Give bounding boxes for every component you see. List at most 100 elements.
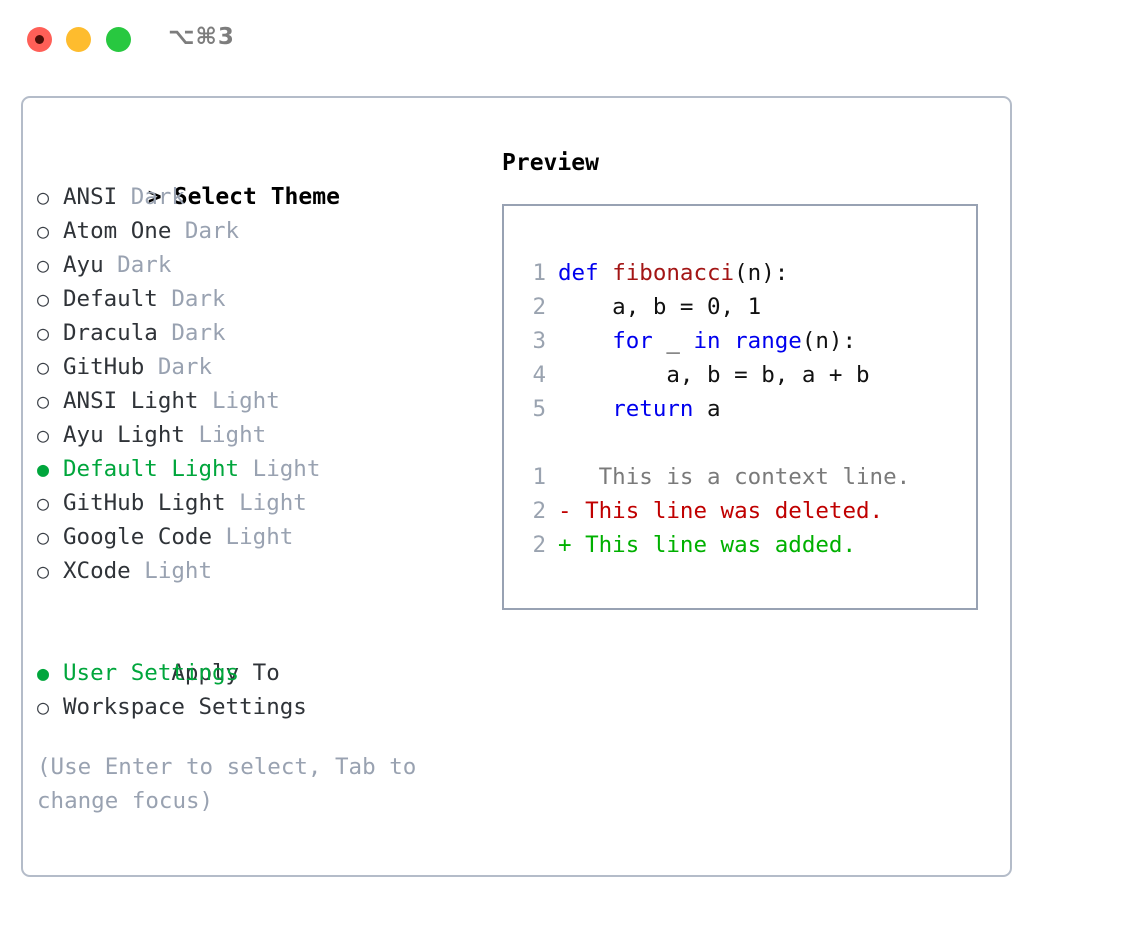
keyboard-shortcut-label: ⌥⌘3 — [168, 24, 235, 50]
apply-to-title: Apply To — [171, 660, 280, 686]
theme-list-item[interactable]: ○ Google Code Light — [37, 520, 477, 554]
theme-list-item[interactable]: ○ ANSI Dark — [37, 180, 477, 214]
theme-list-item[interactable]: ○ XCode Light — [37, 554, 477, 588]
line-number: 4 — [532, 362, 546, 388]
theme-variant-tag: Light — [239, 456, 321, 482]
code-token: a — [693, 396, 721, 422]
title-bar: ⌥⌘3 — [0, 0, 1140, 78]
theme-name: GitHub Light — [63, 490, 226, 516]
line-number: 2 — [532, 532, 546, 558]
radio-unselected-icon: ○ — [37, 491, 50, 515]
apply-to-label: User Settings — [63, 660, 240, 686]
apply-to-header: Apply To — [37, 622, 477, 686]
theme-list-item[interactable]: ● Default Light Light — [37, 452, 477, 486]
theme-variant-tag: Light — [225, 490, 307, 516]
code-token: a, b = b, a + b — [558, 362, 870, 388]
radio-unselected-icon: ○ — [37, 321, 50, 345]
theme-list: ○ ANSI Dark ○ Atom One Dark ○ Ayu Dark ○ Defaul… — [37, 180, 477, 588]
diff-text: This line was deleted. — [571, 498, 884, 524]
code-token: (n): — [801, 328, 857, 354]
diff-sign — [558, 464, 572, 490]
diff-sign: - — [558, 498, 572, 524]
code-token: for — [612, 328, 653, 354]
radio-selected-icon: ● — [37, 661, 50, 685]
radio-unselected-icon: ○ — [37, 559, 50, 583]
theme-list-item[interactable]: ○ GitHub Light Light — [37, 486, 477, 520]
code-diff-gap — [518, 426, 968, 460]
code-line: 5 return a — [518, 392, 968, 426]
line-number: 1 — [532, 260, 546, 286]
code-token — [558, 328, 612, 354]
radio-unselected-icon: ○ — [37, 389, 50, 413]
theme-list-item[interactable]: ○ Ayu Light Light — [37, 418, 477, 452]
radio-unselected-icon: ○ — [37, 185, 50, 209]
theme-selector-pane: >Select Theme ○ ANSI Dark ○ Atom One Dark ○ A… — [37, 146, 477, 818]
line-number: 3 — [532, 328, 546, 354]
diff-text: This is a context line. — [571, 464, 911, 490]
theme-name: Ayu — [63, 252, 104, 278]
theme-list-item[interactable]: ○ Atom One Dark — [37, 214, 477, 248]
theme-variant-tag: Dark — [157, 286, 226, 312]
radio-unselected-icon: ○ — [37, 423, 50, 447]
code-line: 4 a, b = b, a + b — [518, 358, 968, 392]
apply-to-list: ● User Settings ○Workspace Settings — [37, 656, 477, 724]
line-number: 1 — [532, 464, 546, 490]
theme-name: Default — [63, 286, 158, 312]
diff-line: 2- This line was deleted. — [518, 494, 968, 528]
diff-line: 2+ This line was added. — [518, 528, 968, 562]
code-line: 2 a, b = 0, 1 — [518, 290, 968, 324]
theme-variant-tag: Light — [184, 422, 267, 448]
maximize-button[interactable] — [106, 27, 131, 52]
minimize-button[interactable] — [66, 27, 91, 52]
theme-list-item[interactable]: ○GitHub Dark — [37, 350, 477, 384]
code-line: 1 def fibonacci(n): — [518, 256, 968, 290]
code-token: fibonacci — [612, 260, 735, 286]
theme-variant-tag: Dark — [171, 218, 240, 244]
select-theme-header: >Select Theme — [37, 146, 477, 210]
close-button[interactable] — [27, 27, 52, 52]
code-token: in — [693, 328, 721, 354]
theme-list-item[interactable]: ○ANSI Light Light — [37, 384, 477, 418]
code-token: _ — [652, 328, 694, 354]
apply-to-item[interactable]: ○Workspace Settings — [37, 690, 477, 724]
radio-selected-icon: ● — [37, 457, 50, 481]
theme-list-item[interactable]: ○ Ayu Dark — [37, 248, 477, 282]
line-number: 5 — [532, 396, 546, 422]
theme-list-item[interactable]: ○ Default Dark — [37, 282, 477, 316]
line-number: 2 — [532, 294, 546, 320]
code-token: (n): — [734, 260, 789, 286]
radio-unselected-icon: ○ — [37, 287, 50, 311]
theme-name: XCode — [63, 558, 131, 584]
theme-variant-tag: Light — [130, 558, 213, 584]
apply-to-label: Workspace Settings — [63, 694, 307, 720]
code-token: a, b = 0, 1 — [558, 294, 762, 320]
radio-unselected-icon: ○ — [37, 253, 50, 277]
select-theme-title: Select Theme — [173, 184, 340, 210]
code-token: range — [734, 328, 802, 354]
preview-title: Preview — [502, 150, 599, 176]
radio-unselected-icon: ○ — [37, 219, 50, 243]
code-token: return — [612, 396, 694, 422]
theme-name: Default Light — [63, 456, 240, 482]
theme-name: ANSI — [63, 184, 118, 210]
theme-name: ANSI Light — [63, 388, 199, 414]
theme-name: Dracula — [63, 320, 158, 346]
code-token — [721, 328, 735, 354]
theme-variant-tag: Dark — [117, 184, 185, 210]
diff-sign: + — [558, 532, 572, 558]
theme-name: Google Code — [63, 524, 213, 550]
theme-variant-tag: Dark — [103, 252, 172, 278]
main-panel: >Select Theme ○ ANSI Dark ○ Atom One Dark ○ A… — [21, 96, 1012, 877]
theme-name: Atom One — [63, 218, 172, 244]
theme-list-item[interactable]: ○Dracula Dark — [37, 316, 477, 350]
apply-to-item[interactable]: ● User Settings — [37, 656, 477, 690]
theme-name: Ayu Light — [63, 422, 185, 448]
theme-variant-tag: Light — [212, 524, 294, 550]
diff-line: 1 This is a context line. — [518, 460, 968, 494]
code-token: def — [558, 260, 613, 286]
radio-unselected-icon: ○ — [37, 525, 50, 549]
